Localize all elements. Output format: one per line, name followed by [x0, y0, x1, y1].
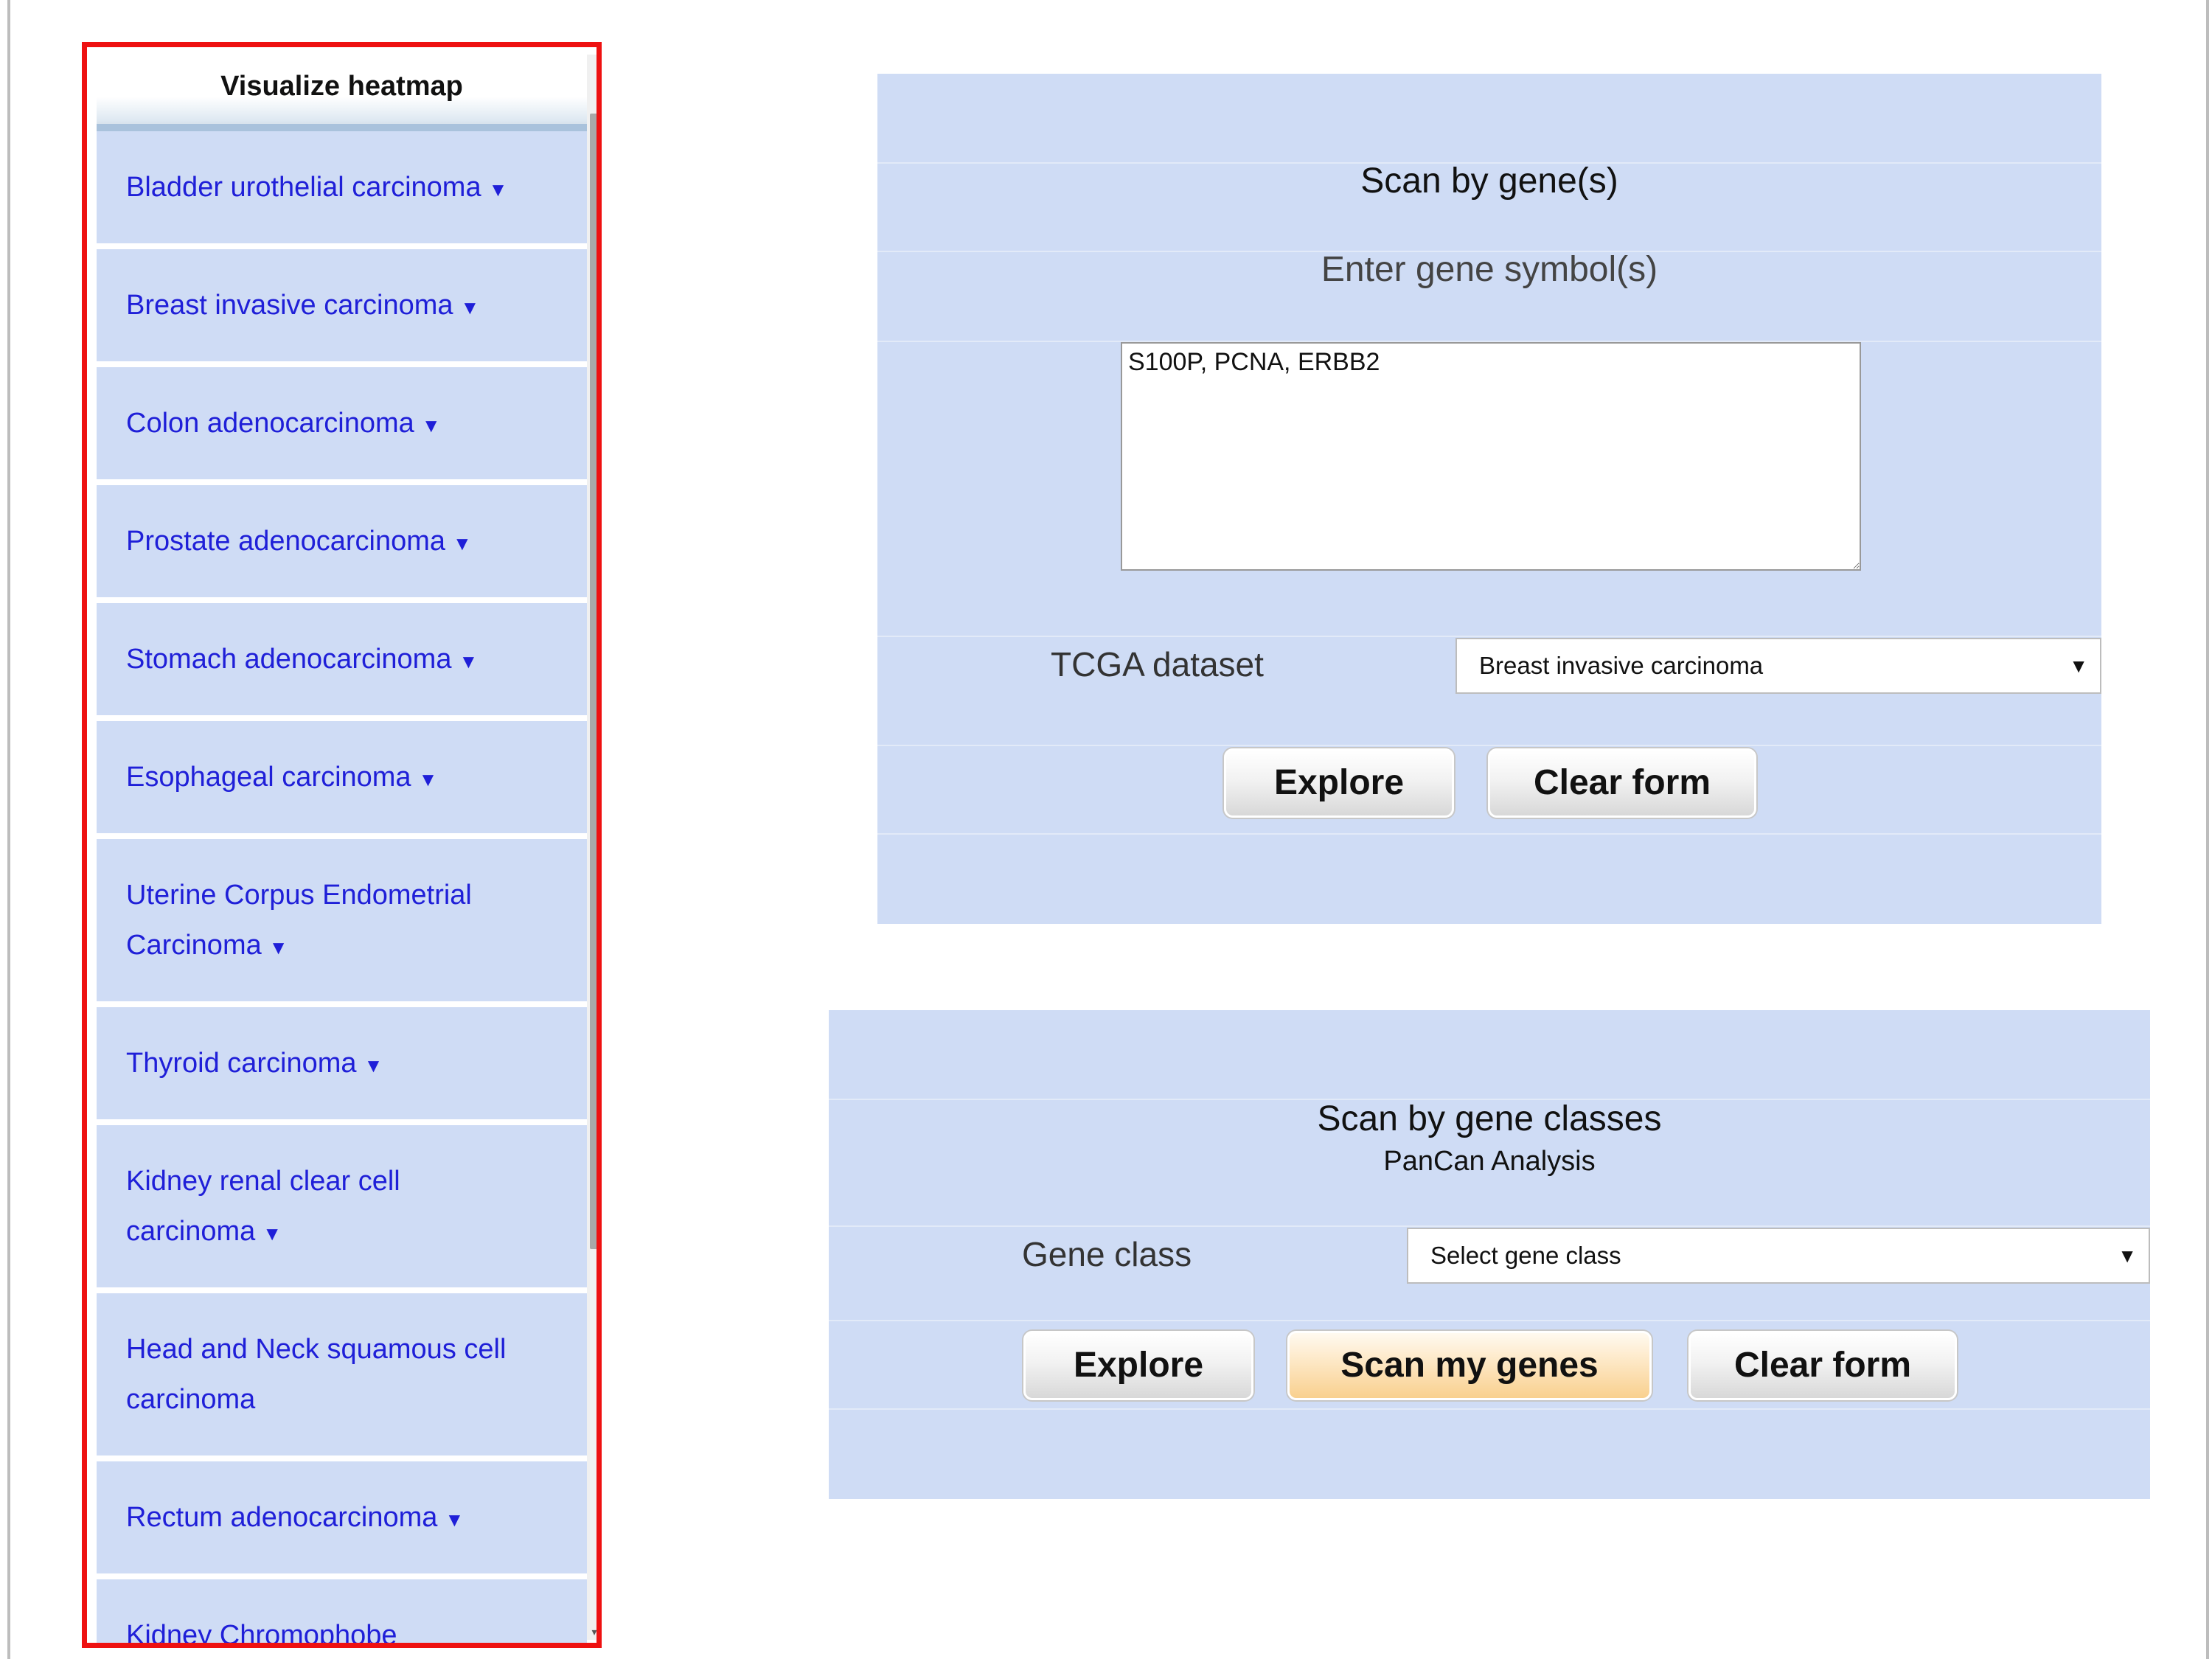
sidebar-item-prostate[interactable]: Prostate adenocarcinoma ▼ — [97, 485, 587, 597]
divider — [877, 833, 2101, 835]
divider — [877, 636, 2101, 637]
sidebar-item-label: Thyroid carcinoma — [126, 1048, 357, 1079]
page-border-right — [2206, 0, 2209, 1659]
sidebar-item-colon[interactable]: Colon adenocarcinoma ▼ — [97, 367, 587, 479]
chevron-down-icon: ▼ — [2069, 655, 2088, 677]
chevron-down-icon: ▼ — [2118, 1245, 2137, 1267]
divider — [829, 1408, 2150, 1410]
sidebar-item-uterine[interactable]: Uterine Corpus Endometrial Carcinoma▼ — [97, 839, 587, 1001]
sidebar-item-label: Esophageal carcinoma — [126, 762, 411, 793]
sidebar-header: Visualize heatmap — [97, 55, 587, 131]
panel-title: Scan by gene(s) — [1360, 161, 1618, 201]
gene-symbols-input[interactable] — [1121, 342, 1861, 571]
gene-class-select[interactable]: Select gene class ▼ — [1407, 1228, 2150, 1284]
sidebar-item-head-neck[interactable]: Head and Neck squamous cell carcinoma — [97, 1293, 587, 1455]
dropdown-arrow-icon: ▼ — [421, 414, 441, 437]
clear-form-button[interactable]: Clear form — [1488, 748, 1756, 818]
sidebar-item-label: Rectum adenocarcinoma — [126, 1502, 438, 1533]
scan-by-genes-panel: Scan by gene(s) Enter gene symbol(s) TCG… — [877, 74, 2101, 924]
sidebar-item-bladder[interactable]: Bladder urothelial carcinoma ▼ — [97, 131, 587, 243]
dropdown-arrow-icon: ▼ — [445, 1509, 465, 1531]
divider — [877, 251, 2101, 252]
explore-button[interactable]: Explore — [1224, 748, 1454, 818]
divider — [877, 341, 2101, 342]
sidebar-item-label: Kidney Chromophobe — [126, 1620, 397, 1648]
sidebar-item-kidney-chromophobe[interactable]: Kidney Chromophobe — [97, 1579, 587, 1648]
dropdown-arrow-icon: ▼ — [268, 936, 288, 959]
sidebar-scrollbar[interactable]: ▾ — [587, 55, 597, 1640]
sidebar-item-breast[interactable]: Breast invasive carcinoma ▼ — [97, 249, 587, 361]
sidebar-item-rectum[interactable]: Rectum adenocarcinoma ▼ — [97, 1461, 587, 1573]
sidebar-item-label: Colon adenocarcinoma — [126, 408, 414, 439]
sidebar-item-label: Kidney renal clear cell carcinoma — [126, 1166, 400, 1247]
panel-subtitle: PanCan Analysis — [1383, 1146, 1596, 1177]
divider — [877, 745, 2101, 746]
scan-by-gene-classes-panel: Scan by gene classes PanCan Analysis Gen… — [829, 1010, 2150, 1499]
divider — [829, 1099, 2150, 1100]
divider — [829, 1320, 2150, 1321]
dropdown-arrow-icon: ▼ — [459, 650, 479, 672]
clear-form-button[interactable]: Clear form — [1688, 1331, 1957, 1400]
dropdown-arrow-icon: ▼ — [262, 1222, 282, 1245]
panel-subtitle: Enter gene symbol(s) — [1321, 250, 1658, 289]
dataset-label: TCGA dataset — [1051, 645, 1264, 684]
sidebar-item-label: Uterine Corpus Endometrial Carcinoma — [126, 880, 472, 961]
gene-class-selected-value: Select gene class — [1430, 1242, 1621, 1269]
sidebar-item-label: Bladder urothelial carcinoma — [126, 172, 481, 203]
dataset-select[interactable]: Breast invasive carcinoma ▼ — [1455, 638, 2101, 694]
explore-button[interactable]: Explore — [1023, 1331, 1253, 1400]
sidebar-item-label: Stomach adenocarcinoma — [126, 644, 452, 675]
dropdown-arrow-icon: ▼ — [364, 1054, 383, 1077]
dropdown-arrow-icon: ▼ — [453, 532, 472, 554]
dropdown-arrow-icon: ▼ — [418, 768, 438, 790]
dropdown-arrow-icon: ▼ — [460, 296, 480, 319]
sidebar-scroll-thumb[interactable] — [590, 114, 597, 1249]
sidebar-item-esophageal[interactable]: Esophageal carcinoma ▼ — [97, 721, 587, 833]
sidebar-item-label: Head and Neck squamous cell carcinoma — [126, 1334, 507, 1415]
scan-my-genes-button[interactable]: Scan my genes — [1287, 1331, 1652, 1400]
sidebar-item-label: Breast invasive carcinoma — [126, 290, 453, 321]
divider — [877, 162, 2101, 164]
heatmap-sidebar: Visualize heatmap Bladder urothelial car… — [82, 42, 602, 1648]
sidebar-item-stomach[interactable]: Stomach adenocarcinoma ▼ — [97, 603, 587, 715]
sidebar-item-thyroid[interactable]: Thyroid carcinoma ▼ — [97, 1007, 587, 1119]
sidebar-item-kidney-clear-cell[interactable]: Kidney renal clear cell carcinoma▼ — [97, 1125, 587, 1287]
gene-class-label: Gene class — [1022, 1235, 1192, 1273]
sidebar-item-label: Prostate adenocarcinoma — [126, 526, 446, 557]
divider — [829, 1225, 2150, 1227]
dataset-selected-value: Breast invasive carcinoma — [1479, 652, 1764, 679]
panel-title: Scan by gene classes — [1317, 1099, 1662, 1138]
dropdown-arrow-icon: ▼ — [488, 178, 508, 201]
page-border-left — [7, 0, 10, 1659]
sidebar-list: Bladder urothelial carcinoma ▼ Breast inv… — [97, 131, 587, 1648]
scroll-down-arrow-icon[interactable]: ▾ — [591, 1626, 597, 1638]
